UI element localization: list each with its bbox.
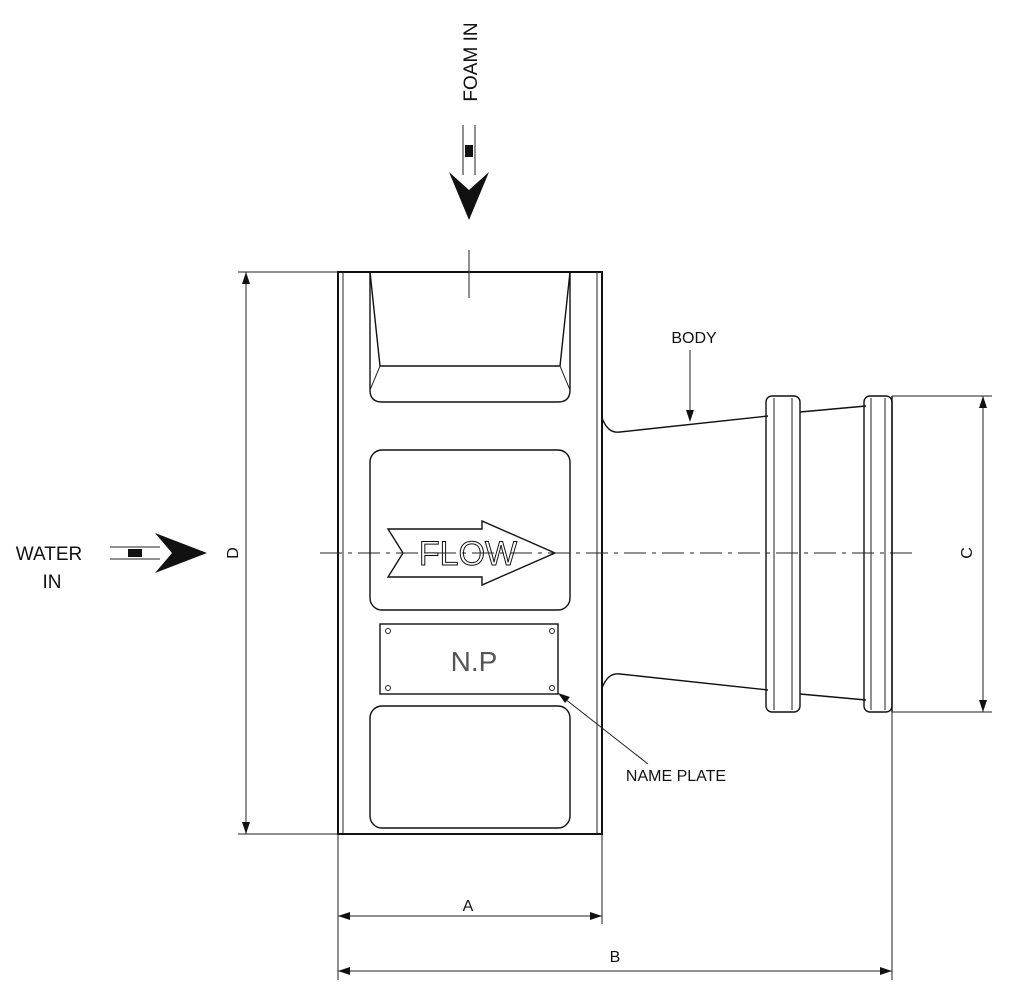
dimension-a: [337, 834, 603, 980]
name-plate: N.P: [379, 623, 559, 695]
dimension-c-label: C: [959, 547, 976, 559]
dimension-c: [892, 395, 992, 713]
water-in-label: WATER: [16, 544, 83, 565]
flow-label: FLOW: [419, 535, 517, 573]
dimension-b-label: B: [610, 949, 621, 966]
dimension-b: [338, 712, 893, 980]
np-label: N.P: [451, 646, 498, 677]
name-plate-label: NAME PLATE: [626, 768, 726, 785]
bottom-panel: [369, 705, 571, 829]
foam-in-label: FOAM IN: [461, 22, 482, 101]
flow-panel: FLOW: [369, 449, 571, 611]
flow-arrow: [386, 519, 557, 587]
name-plate-leader: [558, 693, 649, 765]
body-label: BODY: [671, 330, 717, 347]
dimension-d: [238, 271, 338, 835]
water-in-arrow: [110, 533, 207, 573]
dimension-d-label: D: [225, 547, 242, 559]
foam-in-arrow: [449, 125, 489, 220]
dimension-a-label: A: [463, 898, 474, 915]
water-in-label-2: IN: [43, 572, 62, 593]
body-leader: [686, 350, 694, 422]
foam-inlet-pocket: [369, 271, 571, 403]
outlet-body: [601, 395, 893, 713]
